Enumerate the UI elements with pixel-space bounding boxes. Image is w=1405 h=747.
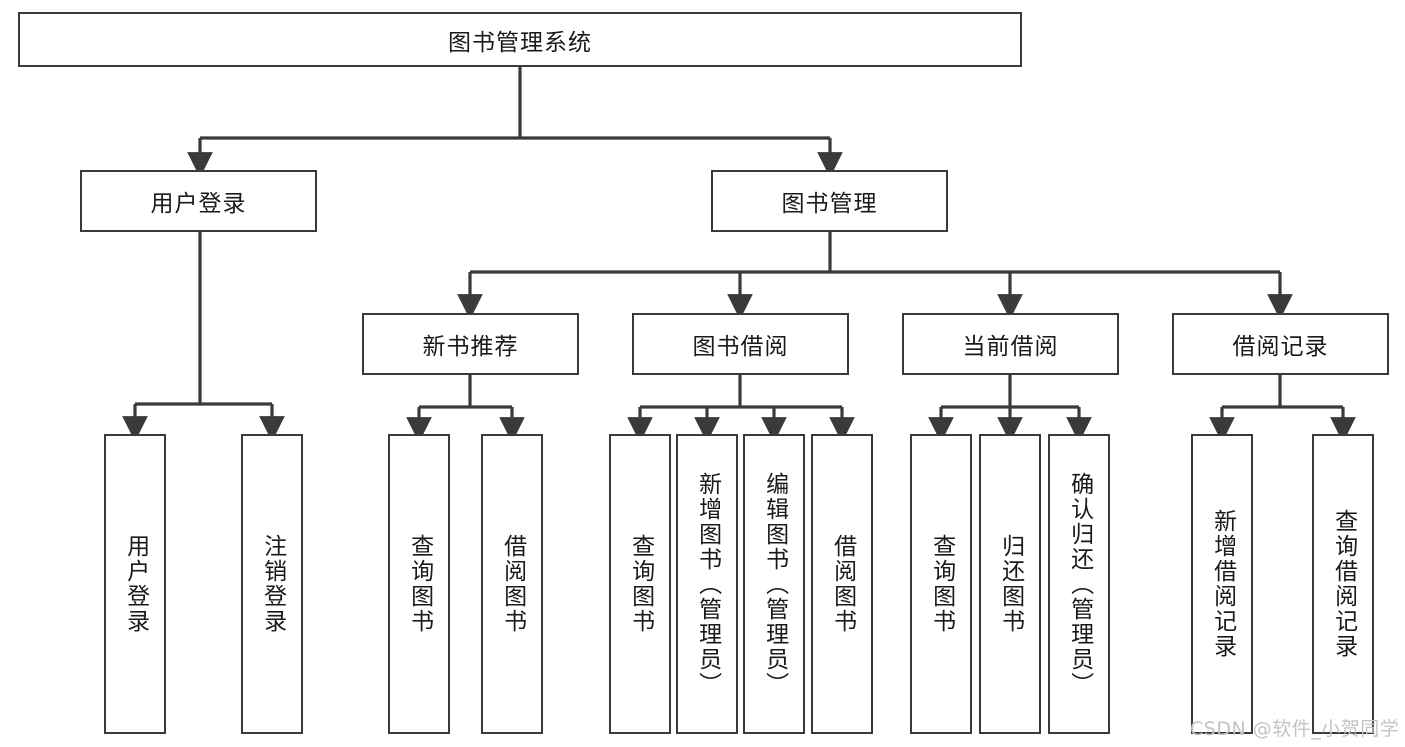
node-new-book-recommendation[interactable]: 新书推荐 [362, 313, 579, 375]
node-label: 查询图书 [928, 534, 955, 634]
node-label: 归还图书 [997, 534, 1024, 634]
leaf-add-book-admin[interactable]: 新增图书（管理员） [676, 434, 738, 734]
leaf-add-borrow-record[interactable]: 新增借阅记录 [1191, 434, 1253, 734]
node-label: 新增图书（管理员） [694, 471, 721, 697]
node-user-login[interactable]: 用户登录 [80, 170, 317, 232]
leaf-borrow-book-recommendation[interactable]: 借阅图书 [481, 434, 543, 734]
leaf-borrow-book-borrow[interactable]: 借阅图书 [811, 434, 873, 734]
node-book-borrow[interactable]: 图书借阅 [632, 313, 849, 375]
node-label: 图书管理 [781, 191, 878, 217]
leaf-query-book-borrow[interactable]: 查询图书 [609, 434, 671, 734]
node-label: 新增借阅记录 [1209, 509, 1236, 659]
leaf-confirm-return-admin[interactable]: 确认归还（管理员） [1048, 434, 1110, 734]
node-current-borrow[interactable]: 当前借阅 [902, 313, 1119, 375]
leaf-user-login[interactable]: 用户登录 [104, 434, 166, 734]
node-label: 编辑图书（管理员） [761, 471, 788, 697]
node-label: 确认归还（管理员） [1066, 471, 1093, 697]
node-book-manage[interactable]: 图书管理 [711, 170, 948, 232]
node-label: 用户登录 [122, 534, 149, 634]
node-label: 查询图书 [627, 534, 654, 634]
leaf-query-book-recommendation[interactable]: 查询图书 [388, 434, 450, 734]
csdn-watermark: CSDN @软件_小贺同学 [1190, 718, 1400, 740]
node-label: 借阅图书 [829, 534, 856, 634]
leaf-query-borrow-record[interactable]: 查询借阅记录 [1312, 434, 1374, 734]
node-label: 借阅记录 [1232, 334, 1329, 360]
node-label: 图书管理系统 [448, 29, 592, 56]
leaf-query-book-current[interactable]: 查询图书 [910, 434, 972, 734]
node-label: 查询借阅记录 [1330, 509, 1357, 659]
leaf-logout[interactable]: 注销登录 [241, 434, 303, 734]
node-label: 借阅图书 [499, 534, 526, 634]
node-label: 当前借阅 [962, 334, 1059, 360]
node-root[interactable]: 图书管理系统 [18, 12, 1022, 67]
node-label: 图书借阅 [692, 334, 789, 360]
node-label: 用户登录 [150, 191, 247, 217]
leaf-return-book[interactable]: 归还图书 [979, 434, 1041, 734]
node-borrow-record[interactable]: 借阅记录 [1172, 313, 1389, 375]
node-label: 查询图书 [406, 534, 433, 634]
node-label: 新书推荐 [422, 334, 519, 360]
node-label: 注销登录 [259, 534, 286, 634]
leaf-edit-book-admin[interactable]: 编辑图书（管理员） [743, 434, 805, 734]
